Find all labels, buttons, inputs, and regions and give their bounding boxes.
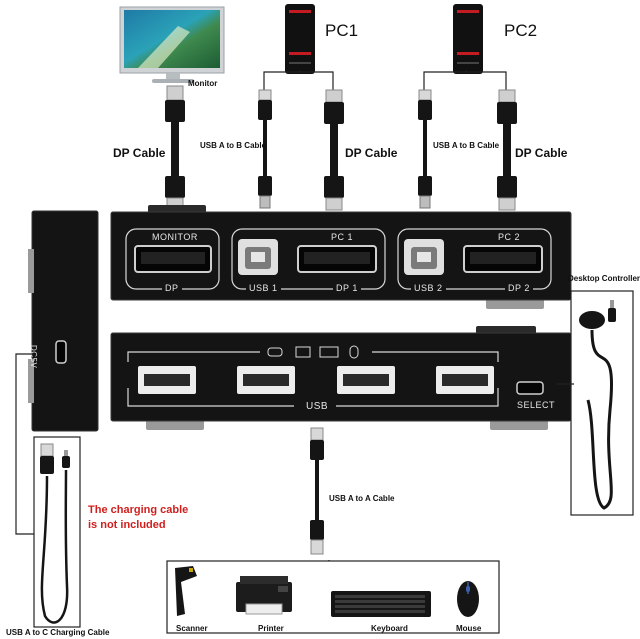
usb-aa-label: USB A to A Cable bbox=[329, 494, 395, 503]
usb-front-label: USB bbox=[306, 401, 329, 412]
pc1-group-label: PC 1 bbox=[328, 232, 357, 242]
charging-note-line2: is not included bbox=[88, 519, 166, 531]
controller-link-line bbox=[556, 383, 574, 385]
kvm-switch-side-panel bbox=[28, 210, 99, 432]
dp-cable-mid-label: DP Cable bbox=[345, 146, 398, 160]
usb1-port-label: USB 1 bbox=[246, 283, 281, 293]
scanner-icon bbox=[175, 566, 197, 616]
pc2-label: PC2 bbox=[504, 21, 538, 40]
dp1-port-label: DP 1 bbox=[333, 283, 361, 293]
keyboard-icon bbox=[331, 591, 431, 617]
charging-cable-box bbox=[33, 436, 81, 628]
monitor-label: Monitor bbox=[188, 79, 218, 88]
dp2-port-label: DP 2 bbox=[505, 283, 533, 293]
printer-icon bbox=[236, 576, 292, 615]
usb2-port-label: USB 2 bbox=[411, 283, 446, 293]
desktop-controller-box bbox=[570, 290, 634, 516]
usb-ab-cable-2 bbox=[418, 89, 432, 209]
monitor-port-label: MONITOR bbox=[149, 232, 201, 242]
monitor-image bbox=[119, 6, 225, 83]
dp-cable-pc1 bbox=[324, 89, 344, 211]
mouse-label: Mouse bbox=[456, 624, 482, 633]
dp-cable-left-label: DP Cable bbox=[113, 146, 166, 160]
usb-aa-cable bbox=[310, 427, 324, 555]
usb-ab-cable-1 bbox=[258, 89, 272, 209]
desktop-controller-label: Desktop Controller bbox=[568, 274, 640, 283]
pc-connection-lines bbox=[263, 70, 507, 90]
dp-cable-right-label: DP Cable bbox=[515, 146, 568, 160]
kvm-switch-back-panel bbox=[110, 205, 572, 309]
keyboard-label: Keyboard bbox=[371, 624, 408, 633]
pc1-tower-icon bbox=[285, 4, 315, 74]
usb-ab-2-label: USB A to B Cable bbox=[433, 141, 500, 150]
charging-note-line1: The charging cable bbox=[88, 504, 189, 516]
usb-ac-label: USB A to C Charging Cable bbox=[6, 628, 110, 637]
mouse-icon bbox=[457, 581, 479, 617]
dp-port-label: DP bbox=[162, 283, 182, 293]
printer-label: Printer bbox=[258, 624, 284, 633]
charging-cable-connector-line bbox=[15, 353, 34, 535]
dp-cable-pc2 bbox=[497, 89, 517, 211]
select-port-label: SELECT bbox=[517, 400, 556, 410]
pc2-group-label: PC 2 bbox=[495, 232, 524, 242]
pc1-label: PC1 bbox=[325, 21, 359, 40]
scanner-label: Scanner bbox=[176, 624, 208, 633]
pc2-tower-icon bbox=[453, 4, 483, 74]
kvm-switch-front-panel bbox=[110, 326, 572, 430]
dp-cable-monitor bbox=[165, 85, 185, 211]
usb-ab-1-label: USB A to B Cable bbox=[200, 141, 267, 150]
